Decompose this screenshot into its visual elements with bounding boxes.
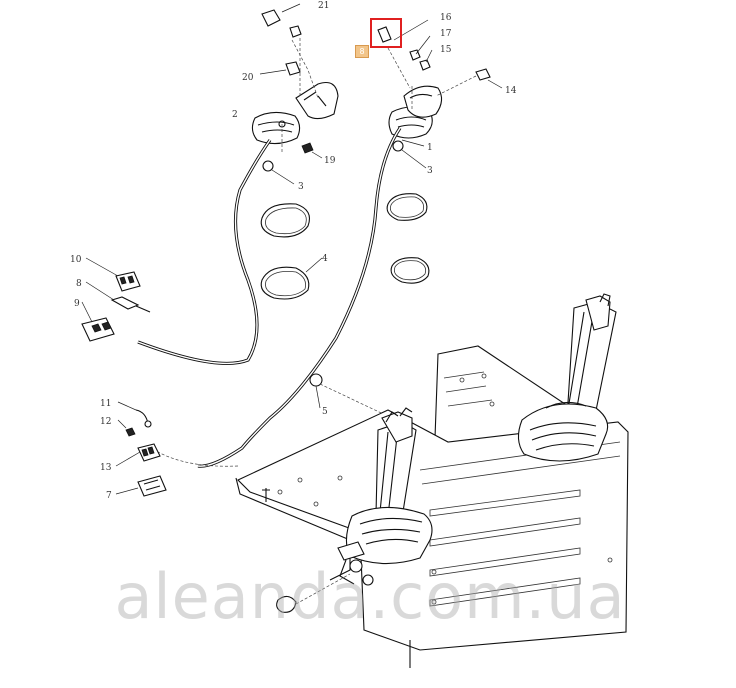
callout-2: 2 [232,110,238,120]
part-badge[interactable]: 8 [355,45,369,58]
callout-3-left: 3 [298,182,304,192]
part-11-12 [117,401,152,437]
part-20 [259,39,319,99]
highlight-box [370,18,402,48]
frame-bottom-parts [276,541,374,613]
callout-4: 4 [322,254,328,264]
gaskets [260,193,430,300]
callout-7: 7 [106,491,112,501]
right-joystick-column [517,293,617,462]
part-16-17-15 [377,19,433,89]
callout-9: 9 [74,299,80,309]
part-3-nuts [262,139,427,185]
callout-13: 13 [100,463,112,473]
callout-19: 19 [324,156,336,166]
callout-21: 21 [318,1,329,11]
right-cable [157,127,402,468]
connector-13 [115,443,161,467]
left-joystick-column [345,407,433,565]
left-joystick-head [251,81,339,145]
connector-7 [115,475,167,497]
callout-3-right: 3 [427,166,433,176]
part-19 [301,142,323,159]
callout-16: 16 [440,13,452,23]
alignment-lines [281,36,413,154]
mounting-frame [235,345,629,668]
callout-17: 17 [440,29,452,39]
callout-5: 5 [322,407,328,417]
callout-10: 10 [70,255,82,265]
callout-20: 20 [242,73,254,83]
callout-1: 1 [427,143,433,153]
callout-8: 8 [76,279,82,289]
connector-9 [81,301,115,342]
connector-10 [85,257,141,292]
part-14 [435,68,503,97]
callout-labels: 21 16 17 15 20 14 2 19 1 3 3 4 10 8 9 5 … [70,1,517,501]
left-cable [137,139,272,366]
connector-8 [85,281,151,313]
callout-15: 15 [440,45,452,55]
callout-14: 14 [505,86,517,96]
callout-12: 12 [100,417,111,427]
callout-11: 11 [100,399,111,409]
part-21 [261,3,302,38]
